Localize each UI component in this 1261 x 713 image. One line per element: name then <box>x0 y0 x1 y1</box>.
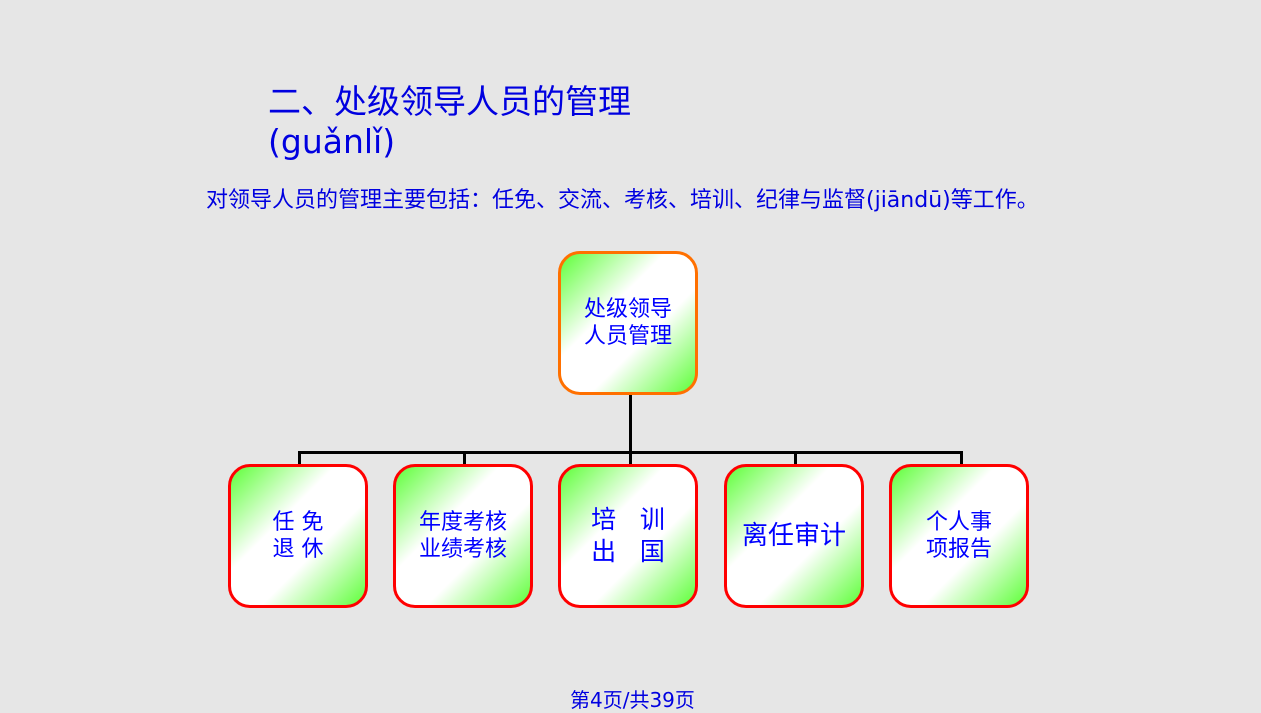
connector <box>960 451 963 465</box>
connector <box>629 451 632 465</box>
connector <box>794 451 797 465</box>
subtitle: 对领导人员的管理主要包括：任免、交流、考核、培训、纪律与监督(jiāndū)等工… <box>206 188 1039 213</box>
page-number: 第4页/共39页 <box>570 688 695 712</box>
org-node-appointment: 任 免 退 休 <box>228 464 368 608</box>
org-node-training: 培 训 出 国 <box>558 464 698 608</box>
page-title: 二、处级领导人员的管理(guǎnlǐ) <box>268 82 631 162</box>
connector <box>463 451 466 465</box>
title-line-2: (guǎnlǐ) <box>268 122 396 161</box>
org-node-report: 个人事 项报告 <box>889 464 1029 608</box>
org-root-node: 处级领导 人员管理 <box>558 251 698 395</box>
org-node-assessment: 年度考核 业绩考核 <box>393 464 533 608</box>
title-line-1: 二、处级领导人员的管理 <box>268 82 631 121</box>
org-node-audit: 离任审计 <box>724 464 864 608</box>
connector-vertical <box>629 394 632 454</box>
connector <box>298 451 301 465</box>
